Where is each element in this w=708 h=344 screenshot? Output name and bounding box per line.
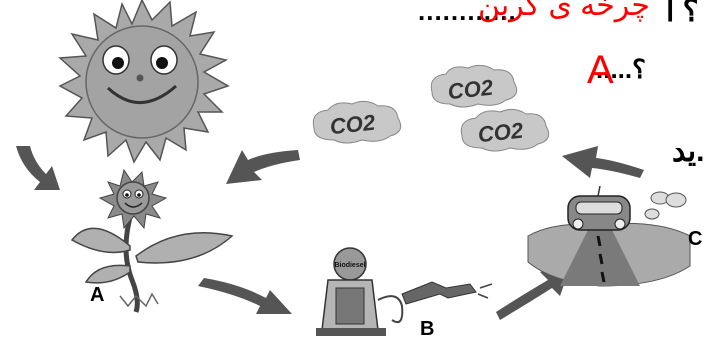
question-3-end: ید. xyxy=(672,134,704,169)
label-b: B xyxy=(420,318,434,341)
arrow-plant-to-pump xyxy=(198,278,292,314)
co2-label: CO2 xyxy=(329,110,377,140)
question-2-answer: A xyxy=(587,48,614,93)
arrow-co2-to-plant xyxy=(226,150,300,184)
pump-label: Biodiesel xyxy=(334,262,365,269)
question-1-end: ؟ ا xyxy=(666,0,699,29)
question-1-answer: چرخه ی کربن xyxy=(478,0,650,23)
co2-label: CO2 xyxy=(477,118,525,148)
label-a: A xyxy=(90,284,104,307)
arrow-car-to-co2 xyxy=(562,146,644,178)
sun-icon xyxy=(60,0,228,162)
label-c: C xyxy=(688,228,702,251)
car-on-road-icon xyxy=(528,186,690,286)
co2-label: CO2 xyxy=(447,75,495,105)
arrow-sun-to-plant xyxy=(16,146,60,190)
